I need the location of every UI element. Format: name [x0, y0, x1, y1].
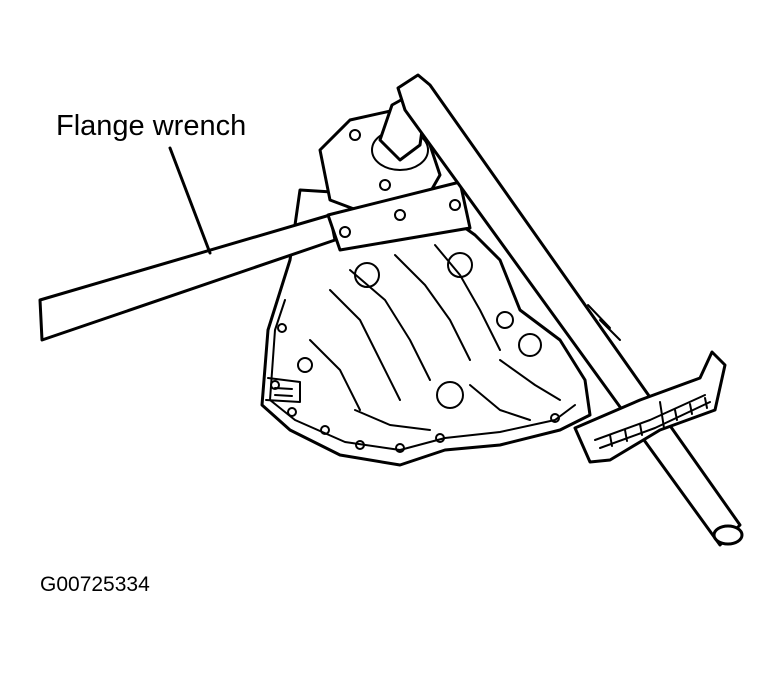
flange-wrench — [38, 180, 472, 342]
figure-id: G00725334 — [40, 573, 150, 596]
flange-wrench-label: Flange wrench — [56, 110, 247, 142]
transfer-case-housing — [260, 188, 592, 467]
torque-wrench — [396, 73, 744, 547]
callout-leader-line — [168, 146, 212, 255]
